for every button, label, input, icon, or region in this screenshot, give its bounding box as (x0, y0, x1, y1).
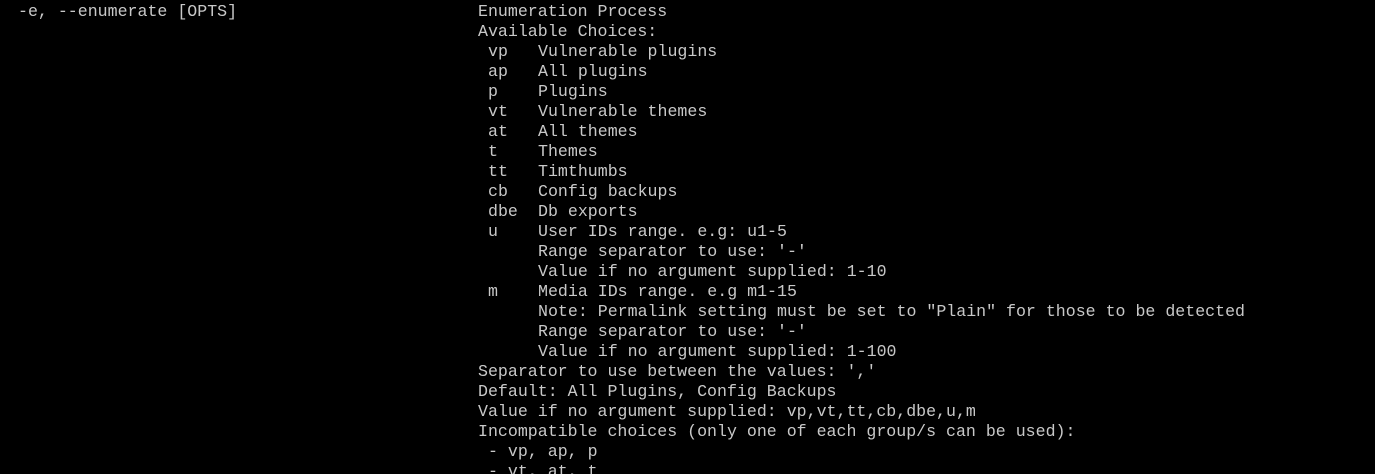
choice-note: Range separator to use: '-' (538, 322, 807, 341)
choice-code: t (488, 142, 498, 161)
incompatible-group: - vp, ap, p (488, 442, 598, 461)
choice-row: u User IDs range. e.g: u1-5 (478, 222, 1245, 242)
choice-description: Vulnerable plugins (538, 42, 718, 61)
choice-row: m Media IDs range. e.g m1-15 (478, 282, 1245, 302)
choice-description: Timthumbs (538, 162, 628, 181)
choice-note: Range separator to use: '-' (538, 242, 807, 261)
help-title: Enumeration Process (478, 2, 668, 21)
incompatible-group: - vt, at, t (488, 462, 598, 474)
choice-description: Db exports (538, 202, 638, 221)
choice-note: Value if no argument supplied: 1-100 (538, 342, 897, 361)
help-text: Enumeration Process Available Choices: v… (478, 2, 1245, 474)
choice-row: cb Config backups (478, 182, 1245, 202)
choice-row: ap All plugins (478, 62, 1245, 82)
choice-row: vp Vulnerable plugins (478, 42, 1245, 62)
choice-description: All plugins (538, 62, 648, 81)
choice-description: Plugins (538, 82, 608, 101)
option-flag: -e, --enumerate [OPTS] (18, 2, 238, 21)
choice-code: at (488, 122, 508, 141)
choice-code: tt (488, 162, 508, 181)
default-line: Default: All Plugins, Config Backups (478, 382, 837, 401)
choice-code: dbe (488, 202, 518, 221)
choice-code: vt (488, 102, 508, 121)
choice-code: u (488, 222, 498, 241)
incompatible-groups: - vp, ap, p- vt, at, t (478, 442, 1245, 474)
choice-row: at All themes (478, 122, 1245, 142)
choice-code: p (488, 82, 498, 101)
choice-description: Themes (538, 142, 598, 161)
choice-note: Note: Permalink setting must be set to "… (538, 302, 1246, 321)
choice-description: All themes (538, 122, 638, 141)
choice-row: p Plugins (478, 82, 1245, 102)
choice-code: cb (488, 182, 508, 201)
choice-description: Vulnerable themes (538, 102, 708, 121)
choice-row: tt Timthumbs (478, 162, 1245, 182)
choice-description: Media IDs range. e.g m1-15 (538, 282, 797, 301)
choice-row: dbe Db exports (478, 202, 1245, 222)
choice-note: Value if no argument supplied: 1-10 (538, 262, 887, 281)
choice-description: Config backups (538, 182, 678, 201)
separator-line: Separator to use between the values: ',' (478, 362, 877, 381)
choices-heading: Available Choices: (478, 22, 658, 41)
choice-code: ap (488, 62, 508, 81)
incompatible-heading: Incompatible choices (only one of each g… (478, 422, 1076, 441)
choice-description: User IDs range. e.g: u1-5 (538, 222, 787, 241)
choice-code: m (488, 282, 498, 301)
choices-list: vp Vulnerable plugins ap All plugins p Plugin… (478, 42, 1245, 362)
choice-code: vp (488, 42, 508, 61)
choice-row: vt Vulnerable themes (478, 102, 1245, 122)
choice-row: t Themes (478, 142, 1245, 162)
no-arg-line: Value if no argument supplied: vp,vt,tt,… (478, 402, 976, 421)
